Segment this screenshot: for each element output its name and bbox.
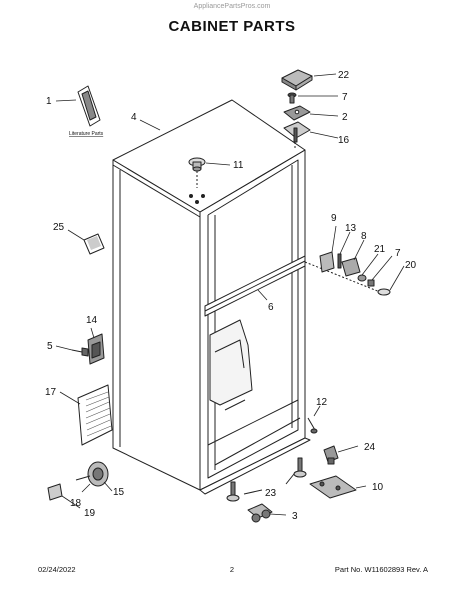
callout-6: 6: [268, 302, 274, 313]
callout-4: 4: [131, 112, 137, 123]
rear-roller-icon: [247, 503, 273, 523]
bottom-screw-icon: [307, 417, 318, 434]
callout-24: 24: [364, 442, 376, 453]
callout-17: 17: [45, 387, 57, 398]
label-plate-icon: [83, 233, 105, 255]
callout-21: 21: [374, 244, 386, 255]
small-bracket-icon: [47, 483, 63, 501]
callout-5: 5: [47, 341, 53, 352]
cabinet: [112, 99, 311, 495]
callout-13: 13: [345, 223, 357, 234]
bottom-hinge-icon: [309, 475, 357, 499]
callout-3: 3: [292, 511, 298, 522]
leader-lines: [55, 73, 405, 516]
callout-8: 8: [361, 231, 367, 242]
callout-16: 16: [338, 135, 350, 146]
hinge-cover-icon: [281, 69, 313, 91]
top-hinge-screw-icon: [287, 92, 297, 104]
page-title: CABINET PARTS: [168, 18, 296, 35]
hinge-shim-icon: [283, 121, 311, 150]
callout-25: 25: [53, 222, 65, 233]
footer-page-number: 2: [229, 565, 235, 574]
callout-7-top: 7: [342, 92, 348, 103]
literature-parts-icon: [77, 85, 101, 127]
callout-numbers: 1 4 11 22 7 2 16 25 6 9 13 8 21 7 20 14 …: [45, 70, 417, 522]
callout-11: 11: [233, 160, 244, 171]
footer-part-number: Part No. W11602893 Rev. A: [334, 565, 428, 574]
callout-22: 22: [338, 70, 350, 81]
callout-19: 19: [84, 508, 96, 519]
callout-14: 14: [86, 315, 98, 326]
callout-2: 2: [342, 112, 348, 123]
callout-23: 23: [265, 488, 277, 499]
leveling-legs-icon: [226, 457, 307, 502]
footer-date: 02/24/2022: [38, 565, 76, 574]
roller-wheel-icon: [75, 461, 109, 487]
callout-18: 18: [70, 498, 82, 509]
screw-and-clip-icon: [71, 333, 105, 365]
callout-15: 15: [113, 487, 125, 498]
callout-9: 9: [331, 213, 337, 224]
watermark: AppliancePartsPros.com: [193, 3, 271, 10]
top-hinge-icon: [283, 105, 311, 121]
leveling-foot-icon: [323, 445, 339, 465]
callout-10: 10: [372, 482, 384, 493]
callout-7-center: 7: [395, 248, 401, 259]
callout-1: 1: [46, 96, 52, 107]
callout-12: 12: [316, 397, 328, 408]
callout-20: 20: [405, 260, 417, 271]
center-hinge-assembly: [304, 251, 391, 296]
top-hinge-cover-icon: [188, 157, 206, 204]
literature-parts-label: Literature Parts: [69, 131, 104, 137]
rear-panel-icon: [77, 384, 113, 446]
